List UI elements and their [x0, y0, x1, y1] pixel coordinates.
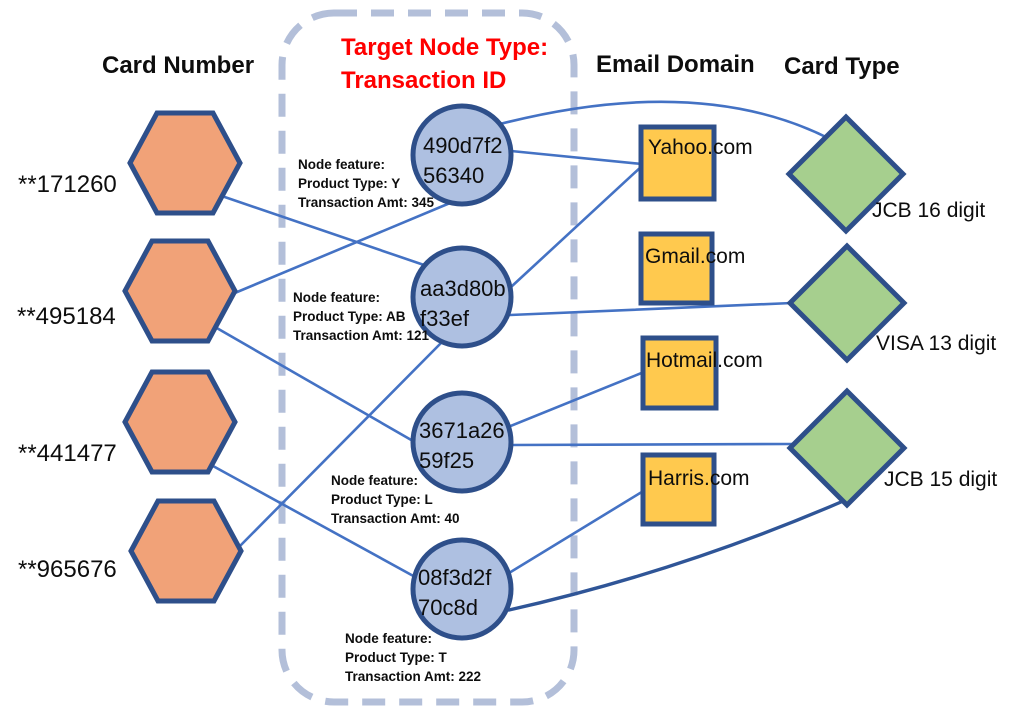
txn-label-3671a2659f25: 3671a26 59f25: [419, 416, 505, 476]
email-domain-label: Yahoo.com: [648, 136, 753, 159]
txn-id-line1: 08f3d2f: [418, 565, 492, 590]
node-feature-amount: Transaction Amt: 40: [331, 511, 460, 526]
edge-card171260-txn-aa3d80b: [211, 191, 426, 267]
txn-id-line1: 490d7f2: [423, 133, 503, 158]
node-feature-08f3d2f70c8d: Node feature: Product Type: T Transactio…: [345, 629, 481, 686]
txn-id-line2: f33ef: [420, 306, 469, 331]
node-feature-3671a2659f25: Node feature: Product Type: L Transactio…: [331, 471, 460, 528]
email-domain-label: Harris.com: [648, 467, 750, 490]
hexagon-card-171260: [127, 110, 243, 216]
txn-id-line2: 59f25: [419, 448, 475, 473]
hexagon-card-441477: [122, 369, 238, 475]
node-feature-product-type: Product Type: AB: [293, 309, 406, 324]
target-node-type-line2: Transaction ID: [341, 67, 507, 94]
node-feature-product-type: Product Type: Y: [298, 176, 401, 191]
edge-txn-490d7f2-email-yahoo: [509, 149, 644, 166]
square-email-harris: [640, 452, 717, 527]
node-feature-amount: Transaction Amt: 345: [298, 195, 435, 210]
node-feature-title: Node feature:: [331, 473, 419, 488]
edge-txn-3671a26-cardtype-jcb15: [509, 442, 794, 447]
target-node-type-header: Target Node Type: Transaction ID: [341, 31, 548, 97]
edge-card495184-txn-3671a26: [213, 325, 415, 443]
txn-label-aa3d80bf33ef: aa3d80b f33ef: [420, 274, 506, 334]
edge-txn-aa3d80b-cardtype-visa13: [508, 301, 794, 317]
circle-txn-08f3d2f70c8d: [410, 537, 514, 641]
txn-id-line1: aa3d80b: [420, 276, 506, 301]
diamond-cardtype-jcb16: [785, 113, 907, 235]
node-feature-product-type: Product Type: L: [331, 492, 433, 507]
node-feature-aa3d80bf33ef: Node feature: Product Type: AB Transacti…: [293, 288, 429, 345]
diamond-cardtype-visa13: [786, 242, 908, 364]
txn-label-08f3d2f70c8d: 08f3d2f 70c8d: [418, 563, 491, 623]
target-node-dashed-box: [278, 9, 578, 706]
diamond-cardtype-jcb15: [786, 387, 908, 509]
edge-txn-08f3d2f-cardtype-jcb15: [507, 500, 843, 612]
circle-txn-aa3d80bf33ef: [410, 245, 514, 349]
square-email-yahoo: [638, 124, 717, 202]
node-feature-490d7f256340: Node feature: Product Type: Y Transactio…: [298, 155, 434, 212]
card-number-label: **441477: [18, 440, 117, 467]
card-number-header: Card Number: [102, 52, 255, 79]
card-type-label: JCB 16 digit: [872, 199, 986, 222]
txn-id-line2: 70c8d: [418, 595, 478, 620]
card-type-label: JCB 15 digit: [884, 468, 998, 491]
edge-txn-08f3d2f-email-harris: [507, 488, 647, 575]
edge-txn-490d7f2-cardtype-jcb16: [498, 100, 832, 141]
node-feature-title: Node feature:: [298, 157, 386, 172]
card-number-label: **495184: [17, 303, 116, 330]
node-feature-title: Node feature:: [345, 631, 433, 646]
email-domain-label: Gmail.com: [645, 245, 746, 268]
node-feature-title: Node feature:: [293, 290, 381, 305]
txn-label-490d7f256340: 490d7f2 56340: [423, 131, 503, 191]
hexagon-card-965676: [128, 498, 244, 604]
circle-txn-3671a2659f25: [410, 390, 514, 494]
edge-txn-3671a26-email-hotmail: [506, 370, 646, 429]
circle-txn-490d7f256340: [410, 103, 514, 207]
square-email-hotmail: [640, 335, 719, 411]
card-number-label: **965676: [18, 556, 117, 583]
card-type-header: Card Type: [784, 53, 900, 80]
node-feature-amount: Transaction Amt: 121: [293, 328, 430, 343]
square-email-gmail: [638, 231, 715, 306]
card-type-label: VISA 13 digit: [876, 332, 997, 355]
txn-id-line1: 3671a26: [419, 418, 505, 443]
edge-card495184-txn-490d7f2: [228, 201, 452, 297]
node-feature-product-type: Product Type: T: [345, 650, 447, 665]
txn-id-line2: 56340: [423, 163, 485, 188]
edge-card965676-txn-aa3d80b: [236, 339, 445, 550]
node-feature-amount: Transaction Amt: 222: [345, 669, 482, 684]
email-domain-label: Hotmail.com: [646, 349, 763, 372]
edge-card441477-txn-08f3d2f: [211, 464, 419, 580]
card-number-label: **171260: [18, 171, 117, 198]
hexagon-card-495184: [122, 238, 238, 344]
email-domain-header: Email Domain: [596, 51, 755, 78]
edge-txn-aa3d80b-email-yahoo: [509, 164, 644, 289]
target-node-type-line1: Target Node Type:: [341, 34, 549, 61]
